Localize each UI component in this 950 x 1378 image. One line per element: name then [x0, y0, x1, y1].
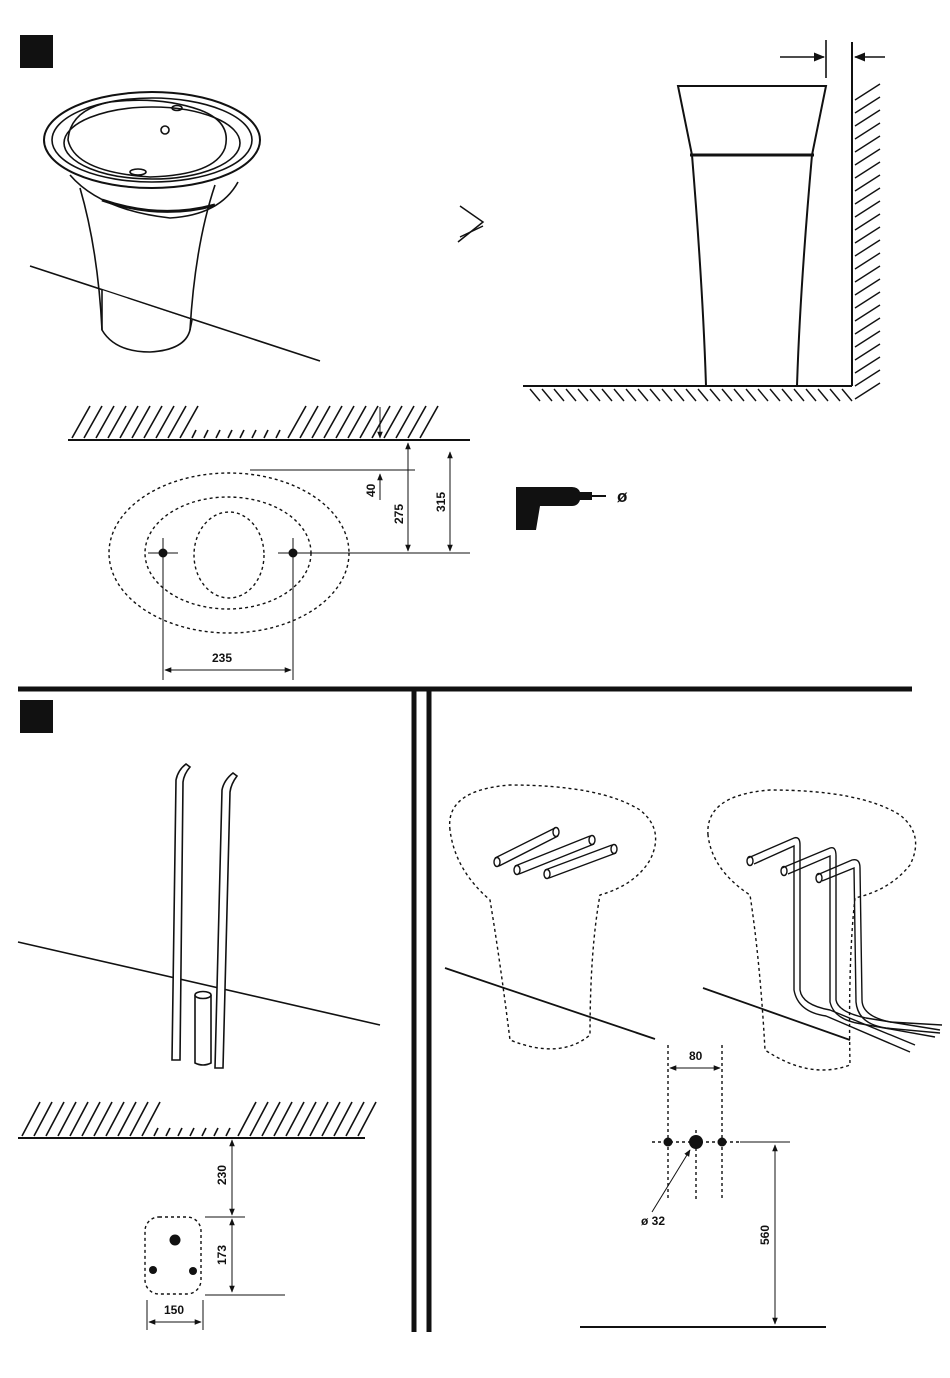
wall-hatching-plan-1 [68, 406, 470, 440]
drill-icon [516, 487, 606, 530]
wall-hatching [855, 84, 880, 399]
pedestal-straight-pipes [445, 785, 656, 1049]
greater-equal-icon [458, 206, 483, 242]
dim-275-label: 275 [392, 504, 406, 524]
side-elevation [523, 40, 885, 386]
dim-173-label: 173 [215, 1245, 229, 1265]
pedestal-bent-pipes [703, 790, 942, 1070]
washbasin-perspective [30, 92, 320, 361]
step-2-marker [20, 700, 53, 733]
plan-dimension-lines [148, 407, 470, 680]
dim-560-label: 560 [758, 1225, 772, 1245]
dim-150-label: 150 [164, 1303, 184, 1317]
step-1-marker [20, 35, 53, 68]
wall-hatching-plan-2 [18, 1102, 376, 1138]
outlet-plan-step2-right [580, 1045, 826, 1327]
dim-235-label: 235 [212, 651, 232, 665]
dim-32-label: ø 32 [641, 1214, 665, 1228]
floor-hatching-right [530, 389, 852, 401]
dim-315-label: 315 [434, 492, 448, 512]
dim-80-label: 80 [689, 1049, 703, 1063]
supply-pipes [18, 764, 380, 1068]
drill-diameter-symbol: ø [617, 487, 628, 506]
dim-40-label: 40 [364, 483, 378, 497]
dim-230-label: 230 [215, 1165, 229, 1185]
